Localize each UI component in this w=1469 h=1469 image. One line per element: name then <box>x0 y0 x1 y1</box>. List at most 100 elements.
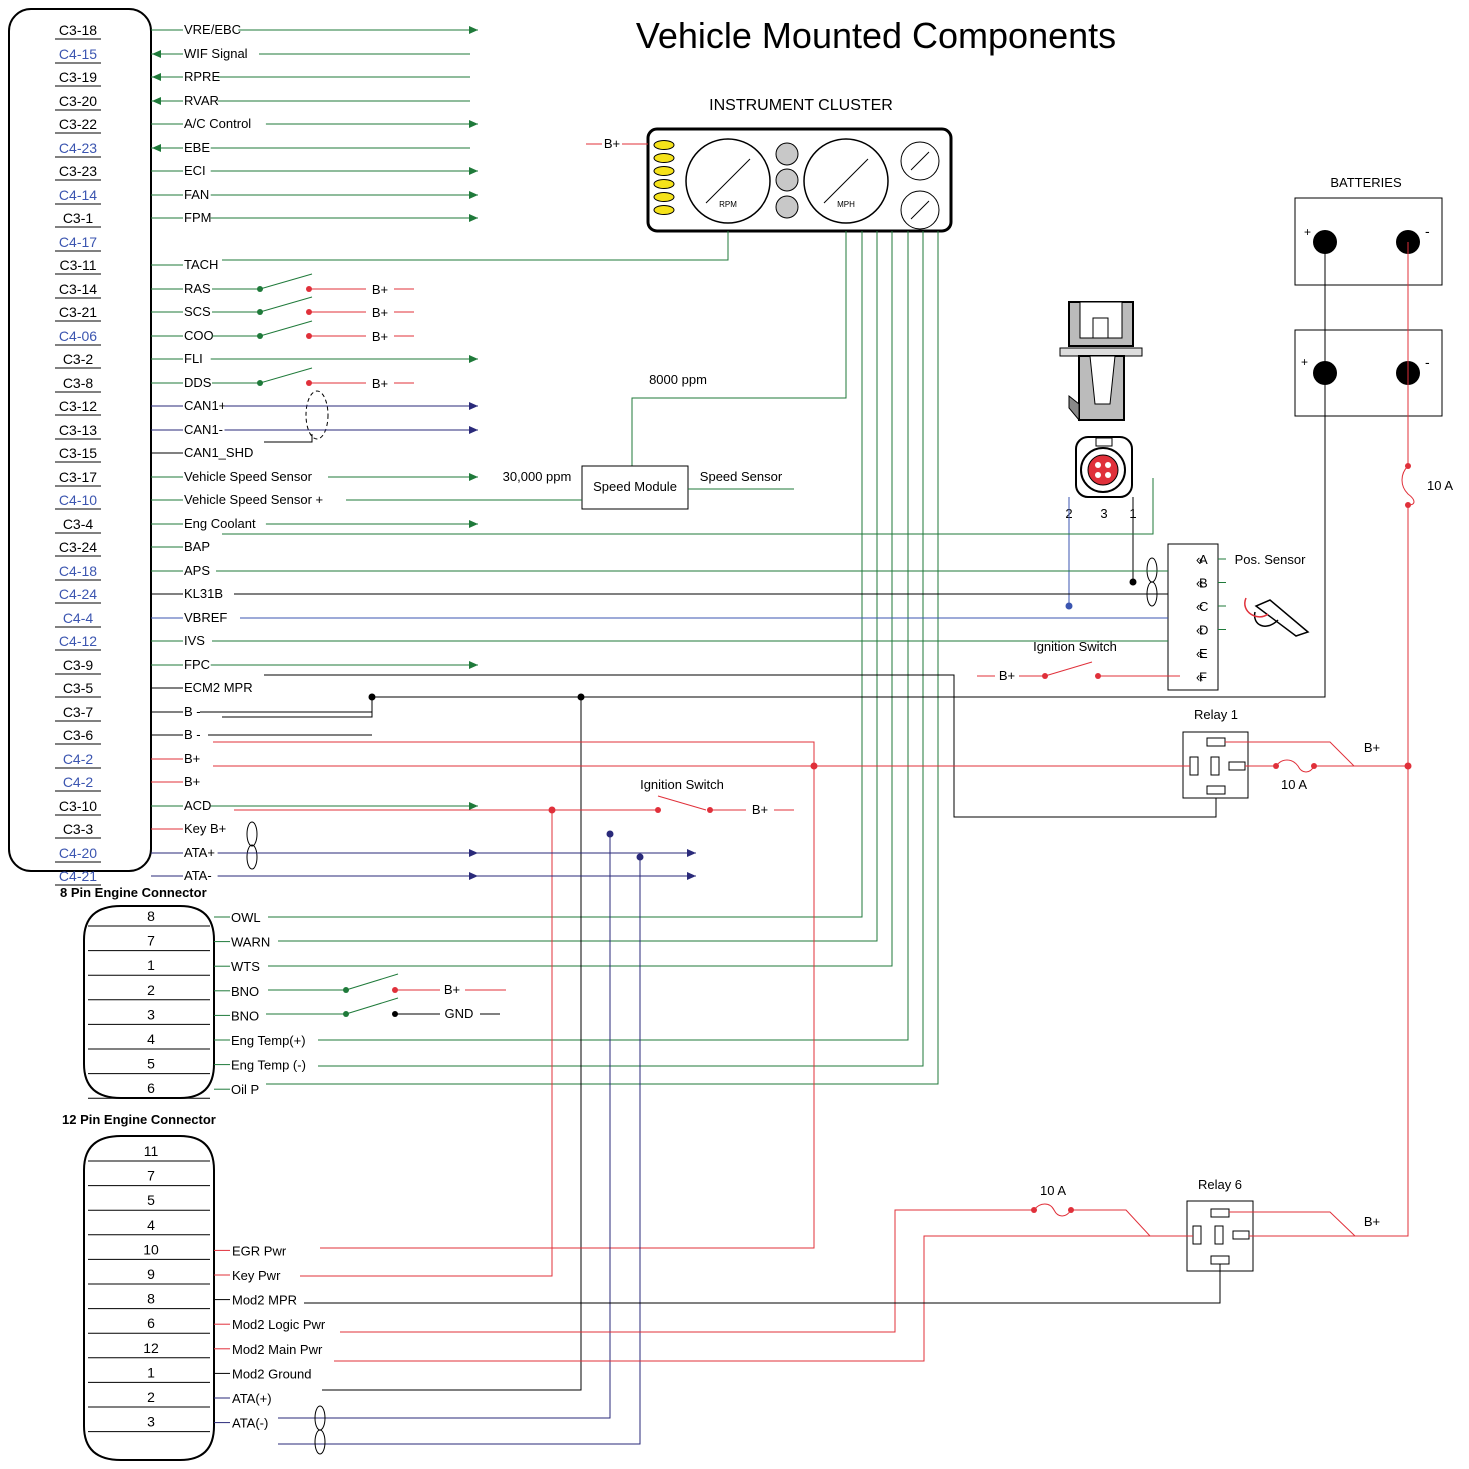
bplus-label: B+ <box>372 305 388 320</box>
relay1-fuse-label: 10 A <box>1281 777 1307 792</box>
pin-label: 7 <box>147 1168 155 1184</box>
fuse-battery <box>1401 465 1415 506</box>
relay6-bplus-label: B+ <box>1364 1214 1380 1229</box>
pos-pin-chevron: « <box>1196 552 1203 567</box>
connector-pin-row: C3-22 A/C Control <box>55 116 478 134</box>
signal-label: WIF Signal <box>184 46 248 61</box>
signal-label: CAN1- <box>184 422 223 437</box>
signal-label: Eng Temp (-) <box>231 1058 306 1073</box>
arrow-out <box>469 214 478 222</box>
signal-label: Eng Coolant <box>184 516 256 531</box>
pin-label: C4-10 <box>59 492 97 508</box>
pos-pin-letter: C <box>1199 599 1208 614</box>
page-title: Vehicle Mounted Components <box>636 15 1116 56</box>
relay-terminal <box>1228 761 1246 771</box>
relay1-label: Relay 1 <box>1194 707 1238 722</box>
key-pwr-wire <box>300 810 553 1277</box>
pos-sensor-label: Pos. Sensor <box>1235 552 1306 567</box>
twelve-pin-row: 7 <box>88 1168 210 1187</box>
signal-label: COO <box>184 328 214 343</box>
eight-pin-row: 7 WARN <box>88 933 270 952</box>
pin-label: C4-4 <box>63 610 94 626</box>
pin-label: 7 <box>147 933 155 949</box>
arrow-out <box>469 802 478 810</box>
indicator-lamp <box>775 142 799 166</box>
ecm2-mpr-wire <box>264 674 1217 818</box>
arrow-in <box>152 73 161 81</box>
signal-label: FPC <box>184 657 210 672</box>
twelve-pin-row: 8 Mod2 MPR <box>88 1291 297 1310</box>
pin-label: C3-17 <box>59 469 97 485</box>
pos-pin-letter: A <box>1199 552 1208 567</box>
relay-terminal <box>1232 1230 1250 1240</box>
signal-label: Vehicle Speed Sensor + <box>184 492 323 507</box>
small-gauge-needle <box>910 151 930 171</box>
bno-gnd-label: GND <box>445 1006 474 1021</box>
pin-label: 9 <box>147 1266 155 1282</box>
arrow-out <box>469 661 478 669</box>
fuse-battery-label: 10 A <box>1427 478 1453 493</box>
arrow-out <box>687 849 696 857</box>
cluster-harness <box>266 231 939 1085</box>
arrow-out <box>469 191 478 199</box>
relay-terminal <box>1210 1208 1230 1218</box>
pos-pin-chevron: « <box>1196 670 1203 685</box>
signal-label: WARN <box>231 935 270 950</box>
tach-wire <box>222 231 729 261</box>
battery-bplus-feed <box>1355 505 1409 1237</box>
pin-label: C4-24 <box>59 586 97 602</box>
bplus-wire-egr <box>213 741 815 1249</box>
pos-sensor-pins: «A«B«C«D«E«F <box>1196 552 1226 685</box>
pin-label: C3-24 <box>59 539 97 555</box>
fuse-pin <box>1068 1207 1074 1213</box>
connector-pin-row: C3-13 CAN1- <box>55 422 478 440</box>
speed-module <box>581 465 689 510</box>
signal-label: RPRE <box>184 69 220 84</box>
signal-label: IVS <box>184 633 205 648</box>
rpm-needle <box>705 158 751 204</box>
signal-label: Vehicle Speed Sensor <box>184 469 313 484</box>
switch-blade <box>345 973 399 991</box>
switch-blade <box>345 997 399 1015</box>
pin-label: C4-15 <box>59 46 97 62</box>
signal-label: RVAR <box>184 93 219 108</box>
signal-label: DDS <box>184 375 212 390</box>
pin-label: 1 <box>147 957 155 973</box>
signal-label: Mod2 MPR <box>232 1293 297 1308</box>
pin-label: C4-17 <box>59 234 97 250</box>
arrow-out <box>469 120 478 128</box>
pin-label: 8 <box>147 908 155 924</box>
signal-label: VBREF <box>184 610 227 625</box>
pin-label: C3-13 <box>59 422 97 438</box>
wire-junction <box>368 693 376 701</box>
pin-label: C3-9 <box>63 657 94 673</box>
signal-label: A/C Control <box>184 116 251 131</box>
fuse-pin <box>1405 463 1411 469</box>
pin-label: C3-7 <box>63 704 94 720</box>
pos-pin-letter: E <box>1199 646 1208 661</box>
pedal-icon <box>1244 597 1310 637</box>
pin-label: C3-22 <box>59 116 97 132</box>
signal-label: ECI <box>184 163 206 178</box>
relay6-label: Relay 6 <box>1198 1177 1242 1192</box>
can-shield-wire <box>264 434 313 443</box>
signal-label: BNO <box>231 984 259 999</box>
bplus-label: B+ <box>372 282 388 297</box>
pin-label: 8 <box>147 1291 155 1307</box>
speed-module-label: Speed Module <box>593 479 677 494</box>
twist-marker <box>246 821 258 847</box>
